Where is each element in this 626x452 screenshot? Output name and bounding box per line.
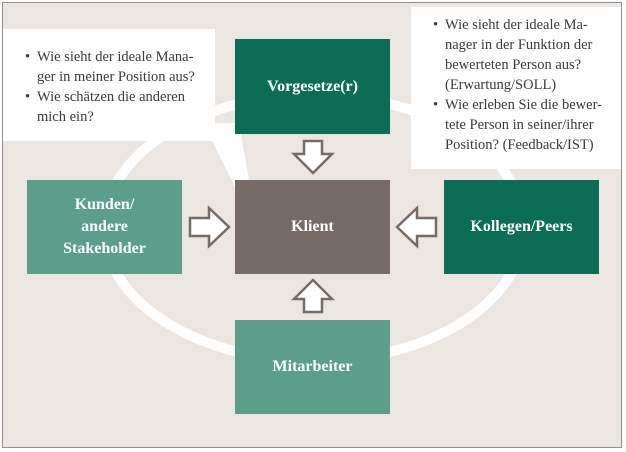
callout-right-item-1: Wie sieht der ideale Ma- nager in der Fu…	[433, 15, 619, 95]
arrows-layer	[188, 139, 438, 314]
box-supervisor: Vorgesetze(r)	[235, 39, 390, 134]
callout-left-item-1: Wie sieht der ideale Mana- ger in meiner…	[25, 47, 207, 87]
box-colleagues: Kollegen/Peers	[444, 180, 599, 274]
callout-right-item-2: Wie erleben Sie die bewer- tete Person i…	[433, 95, 619, 155]
callout-right: Wie sieht der ideale Ma- nager in der Fu…	[411, 7, 621, 169]
callout-left-item-2: Wie schätzen die anderen mich ein?	[25, 87, 207, 127]
diagram-frame: Wie sieht der ideale Mana- ger in meiner…	[2, 2, 622, 448]
arrow-left-icon	[395, 205, 438, 249]
callout-left: Wie sieht der ideale Mana- ger in meiner…	[3, 29, 215, 141]
box-customers: Kunden/ andere Stakeholder	[27, 180, 182, 274]
box-client: Klient	[235, 180, 390, 274]
arrow-up-icon	[290, 278, 336, 314]
box-customers-label: Kunden/ andere Stakeholder	[63, 196, 146, 257]
box-colleagues-label: Kollegen/Peers	[470, 218, 573, 235]
arrow-down-icon	[290, 139, 336, 175]
box-client-label: Klient	[291, 218, 334, 235]
arrow-right-icon	[188, 205, 231, 249]
box-supervisor-label: Vorgesetze(r)	[267, 77, 358, 95]
box-employees-label: Mitarbeiter	[272, 358, 353, 375]
box-employees: Mitarbeiter	[235, 320, 390, 414]
